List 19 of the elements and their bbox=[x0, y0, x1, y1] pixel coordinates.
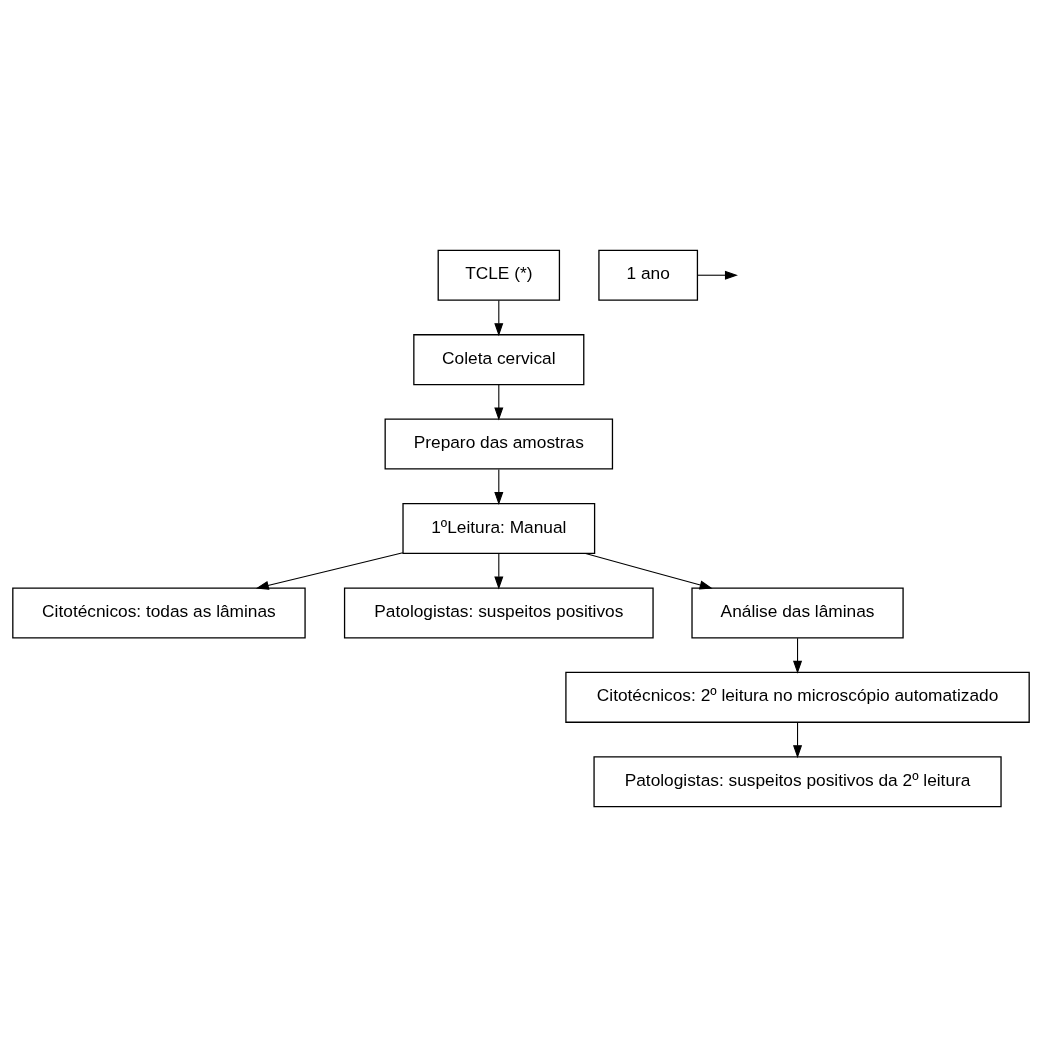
arrow bbox=[494, 384, 504, 421]
arrow bbox=[793, 722, 803, 759]
arrow bbox=[255, 552, 404, 590]
node-box: Patologistas: suspeitos positivos da 2º leitura bbox=[593, 756, 1002, 808]
arrow bbox=[494, 553, 504, 590]
arrow bbox=[697, 270, 738, 280]
node-box: Preparo das amostras bbox=[384, 418, 614, 470]
arrow bbox=[585, 552, 713, 590]
node-box: 1 ano bbox=[598, 249, 699, 301]
node-box: Análise das lâminas bbox=[691, 587, 904, 639]
arrow bbox=[793, 637, 803, 674]
node-box: Citotécnicos: todas as lâminas bbox=[12, 587, 306, 639]
node-box: Patologistas: suspeitos positivos bbox=[343, 587, 654, 639]
node-box: Coleta cervical bbox=[413, 334, 585, 386]
node-box: TCLE (*) bbox=[437, 249, 561, 301]
arrow bbox=[494, 300, 504, 337]
arrow bbox=[494, 468, 504, 505]
node-box: Citotécnicos: 2º leitura no microscópio automatizado bbox=[565, 671, 1030, 723]
node-box: 1ºLeitura: Manual bbox=[402, 502, 596, 555]
